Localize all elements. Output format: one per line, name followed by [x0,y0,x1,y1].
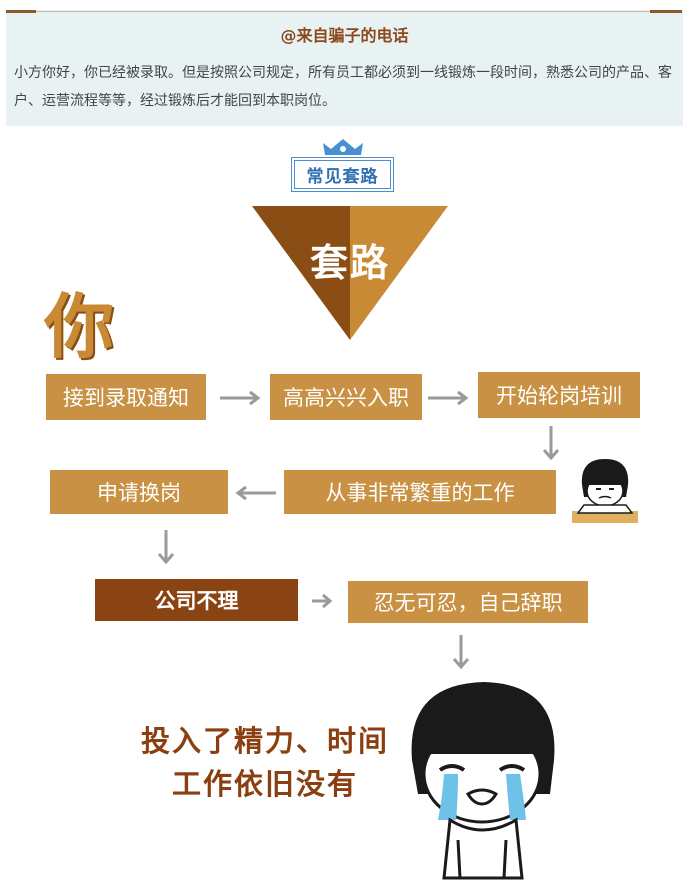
arrow-down-icon [542,426,560,461]
step-offer-notice: 接到录取通知 [46,374,206,420]
step-company-ignores: 公司不理 [95,579,298,621]
annoyed-face-icon [572,459,638,523]
intro-card [6,10,683,126]
card-top-line [36,11,650,12]
step-request-transfer: 申请换岗 [50,470,228,514]
card-corner-right [650,10,682,13]
crown-icon [323,139,363,155]
arrow-down-icon [452,635,470,670]
card-corner-left [6,10,36,13]
subject-label: 你 [44,286,114,368]
routine-triangle [252,206,448,340]
section-badge-label: 常见套路 [294,160,391,189]
conclusion-line-1: 投入了精力、时间 [140,724,389,758]
step-join-happily: 高高兴兴入职 [270,374,422,420]
step-rotation-training: 开始轮岗培训 [478,372,640,418]
triangle-label: 套路 [309,241,390,285]
arrow-left-icon [235,485,276,501]
arrow-down-icon [157,530,175,565]
crying-face-icon [411,682,555,880]
card-body: 小方你好，你已经被录取。但是按照公司规定，所有员工都必须到一线锻炼一段时间，熟悉… [14,65,672,109]
step-heavy-work: 从事非常繁重的工作 [284,470,556,514]
section-badge: 常见套路 [291,157,394,192]
arrow-right-icon [312,593,333,609]
arrow-right-icon [220,390,261,406]
conclusion-line-2: 工作依旧没有 [171,767,358,801]
step-resign: 忍无可忍，自己辞职 [348,581,588,623]
arrow-right-icon [428,390,469,406]
card-title: @来自骗子的电话 [280,26,409,45]
